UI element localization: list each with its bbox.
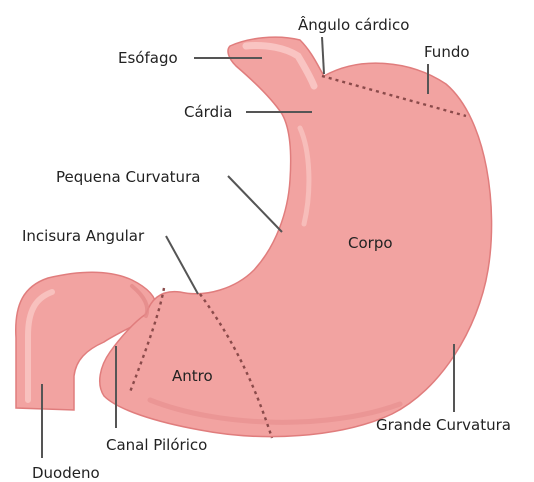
label-esofago: Esófago [118,49,178,67]
leader-incisura-angular [166,236,198,294]
label-pequena-curvatura: Pequena Curvatura [56,168,200,186]
leader-pequena-curvatura [228,176,282,232]
label-grande-curvatura: Grande Curvatura [376,416,511,434]
label-canal-pilorico: Canal Pilórico [106,436,207,454]
stomach-body-shape [100,37,492,436]
label-fundo: Fundo [424,43,470,61]
label-duodeno: Duodeno [32,464,100,482]
label-antro: Antro [172,367,213,385]
label-angulo-cardico: Ângulo cárdico [298,15,409,34]
label-cardia: Cárdia [184,103,232,121]
label-corpo: Corpo [348,234,393,252]
leader-angulo-cardico [322,37,324,74]
label-incisura-angular: Incisura Angular [22,227,145,245]
